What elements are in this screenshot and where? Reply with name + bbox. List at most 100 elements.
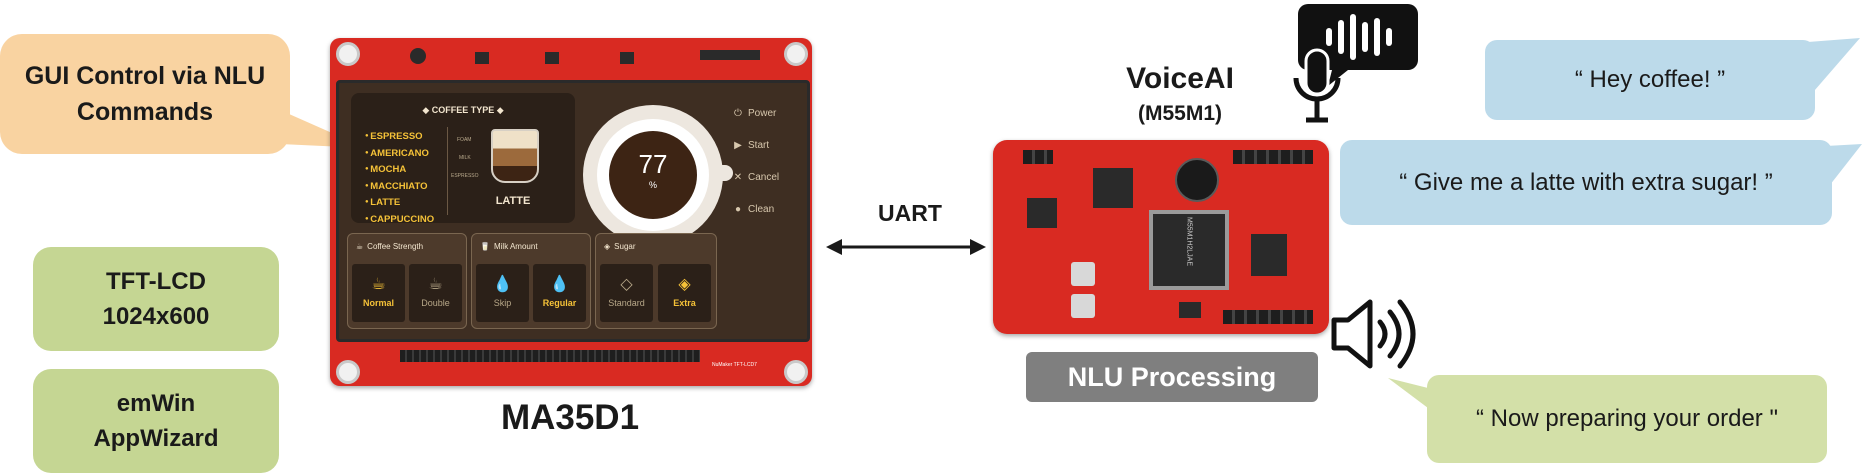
board-component bbox=[475, 52, 489, 64]
milk-regular-button[interactable]: 💧 Regular bbox=[533, 264, 586, 322]
board-ic bbox=[1251, 234, 1287, 276]
mount-hole bbox=[784, 360, 808, 384]
option-label: Normal bbox=[362, 298, 394, 308]
coffee-option[interactable]: LATTE bbox=[365, 197, 434, 214]
bubble-tail bbox=[1808, 38, 1860, 98]
power-button[interactable]: ⏻ Power bbox=[733, 97, 799, 129]
coffee-option[interactable]: AMERICANO bbox=[365, 148, 434, 165]
mount-hole bbox=[336, 360, 360, 384]
milk-skip-button[interactable]: 💧 Skip bbox=[476, 264, 529, 322]
microphone-component bbox=[1175, 158, 1219, 202]
option-label: Regular bbox=[542, 298, 577, 308]
board-ic bbox=[1027, 198, 1057, 228]
m55m1-chip: M55M1H2LJAE bbox=[1149, 210, 1229, 290]
milk-amount-title: 🥛Milk Amount bbox=[480, 242, 538, 251]
callout-line-1: GUI Control via NLU bbox=[24, 62, 266, 90]
coffee-option[interactable]: CAPPUCCINO bbox=[365, 214, 434, 231]
power-label: Power bbox=[748, 107, 777, 119]
board-ic bbox=[1093, 168, 1133, 208]
pin-header bbox=[1223, 310, 1313, 324]
ma35d1-label: MA35D1 bbox=[500, 398, 640, 437]
chip-marking: M55M1H2LJAE bbox=[1185, 216, 1193, 267]
coffee-option[interactable]: MACCHIATO bbox=[365, 181, 434, 198]
command-text: “ Give me a latte with extra sugar! ” bbox=[1399, 168, 1773, 196]
board-connector bbox=[700, 50, 760, 60]
sugar-panel: ◈Sugar ◇ Standard ◈ Extra bbox=[595, 233, 717, 329]
uart-label: UART bbox=[878, 200, 942, 226]
voiceai-title: VoiceAI bbox=[1126, 62, 1234, 95]
uart-double-arrow bbox=[826, 239, 986, 255]
coffee-type-panel: ◆ COFFEE TYPE ◆ ESPRESSO AMERICANO MOCHA… bbox=[351, 93, 575, 225]
bubble-tail bbox=[1826, 144, 1862, 190]
callout-line-2: Commands bbox=[76, 98, 214, 126]
board-component bbox=[620, 52, 634, 64]
speaker-icon bbox=[1331, 299, 1416, 369]
sugar-extra-button[interactable]: ◈ Extra bbox=[658, 264, 711, 322]
panel-divider bbox=[447, 127, 448, 215]
clean-label: Clean bbox=[748, 203, 775, 215]
latte-glass-icon bbox=[491, 129, 539, 183]
coffee-option[interactable]: MOCHA bbox=[365, 164, 434, 181]
wake-word-text: “ Hey coffee! ” bbox=[1574, 66, 1726, 93]
option-label: Standard bbox=[608, 298, 645, 308]
progress-indicator: 77 % bbox=[609, 131, 697, 219]
board-silkscreen: NuMaker TFT-LCD7 bbox=[712, 362, 757, 368]
sugar-title: ◈Sugar bbox=[604, 242, 636, 251]
cup-icon: ☕ bbox=[371, 276, 386, 293]
board-component bbox=[1179, 302, 1201, 318]
progress-unit: % bbox=[648, 180, 657, 190]
drop-icon: 💧 bbox=[492, 276, 513, 293]
coffee-strength-title: ☕Coffee Strength bbox=[356, 242, 424, 251]
nlu-processing-label: NLU Processing bbox=[1026, 352, 1318, 402]
selected-coffee-label: LATTE bbox=[495, 195, 531, 207]
play-icon: ▶ bbox=[734, 139, 742, 151]
progress-value: 77 bbox=[638, 149, 668, 179]
coffee-type-title: ◆ COFFEE TYPE ◆ bbox=[422, 105, 504, 115]
sugar-cubes-icon: ◈ bbox=[678, 276, 691, 293]
layer-label-milk: MILK bbox=[459, 155, 471, 161]
voice-command-icon bbox=[1293, 4, 1418, 123]
command-bubble: “ Give me a latte with extra sugar! ” bbox=[1340, 140, 1832, 225]
cup-icon: ☕ bbox=[428, 276, 443, 293]
cancel-label: Cancel bbox=[748, 171, 780, 183]
response-bubble: “ Now preparing your order " bbox=[1427, 375, 1827, 463]
clean-button[interactable]: ● Clean bbox=[733, 193, 799, 225]
side-menu: ⏻ Power ▶ Start ✕ Cancel ● Clean bbox=[733, 97, 799, 219]
start-label: Start bbox=[748, 139, 770, 151]
start-button[interactable]: ▶ Start bbox=[733, 129, 799, 161]
strength-normal-button[interactable]: ☕ Normal bbox=[352, 264, 405, 322]
board-component bbox=[545, 52, 559, 64]
milk-amount-panel: 🥛Milk Amount 💧 Skip 💧 Regular bbox=[471, 233, 591, 329]
feature-line-2: AppWizard bbox=[93, 425, 219, 452]
cup-handle bbox=[705, 165, 733, 181]
option-label: Extra bbox=[673, 298, 696, 308]
feature-line-1: emWin bbox=[116, 390, 196, 417]
sugar-standard-button[interactable]: ◇ Standard bbox=[600, 264, 653, 322]
feature-line-1: TFT-LCD bbox=[106, 268, 206, 295]
cancel-button[interactable]: ✕ Cancel bbox=[733, 161, 799, 193]
close-icon: ✕ bbox=[733, 171, 743, 183]
board-component bbox=[410, 48, 426, 64]
reset-button[interactable] bbox=[1071, 262, 1095, 286]
pin-header bbox=[400, 350, 700, 362]
feature-line-2: 1024x600 bbox=[102, 303, 210, 330]
power-icon: ⏻ bbox=[734, 107, 742, 119]
response-text: “ Now preparing your order " bbox=[1476, 405, 1778, 432]
sugar-cube-icon: ◇ bbox=[620, 276, 633, 293]
nlu-control-callout: GUI Control via NLU Commands bbox=[0, 34, 290, 154]
user-button[interactable] bbox=[1071, 294, 1095, 318]
coffee-strength-panel: ☕Coffee Strength ☕ Normal ☕ Double bbox=[347, 233, 467, 329]
option-label: Skip bbox=[493, 298, 512, 308]
voiceai-subtitle: (M55M1) bbox=[1137, 102, 1222, 125]
feature-box-emwin: emWin AppWizard bbox=[33, 369, 279, 473]
coffee-type-list: ESPRESSO AMERICANO MOCHA MACCHIATO LATTE… bbox=[365, 131, 434, 230]
feature-box-tft-lcd: TFT-LCD 1024x600 bbox=[33, 247, 279, 351]
coffee-option[interactable]: ESPRESSO bbox=[365, 131, 434, 148]
mount-hole bbox=[784, 42, 808, 66]
pin-header bbox=[1233, 150, 1313, 164]
mount-hole bbox=[336, 42, 360, 66]
strength-double-button[interactable]: ☕ Double bbox=[409, 264, 462, 322]
coffee-gui-screen: ◆ COFFEE TYPE ◆ ESPRESSO AMERICANO MOCHA… bbox=[336, 80, 810, 342]
pin-header bbox=[1023, 150, 1053, 164]
bubbles-icon: ● bbox=[734, 203, 742, 215]
